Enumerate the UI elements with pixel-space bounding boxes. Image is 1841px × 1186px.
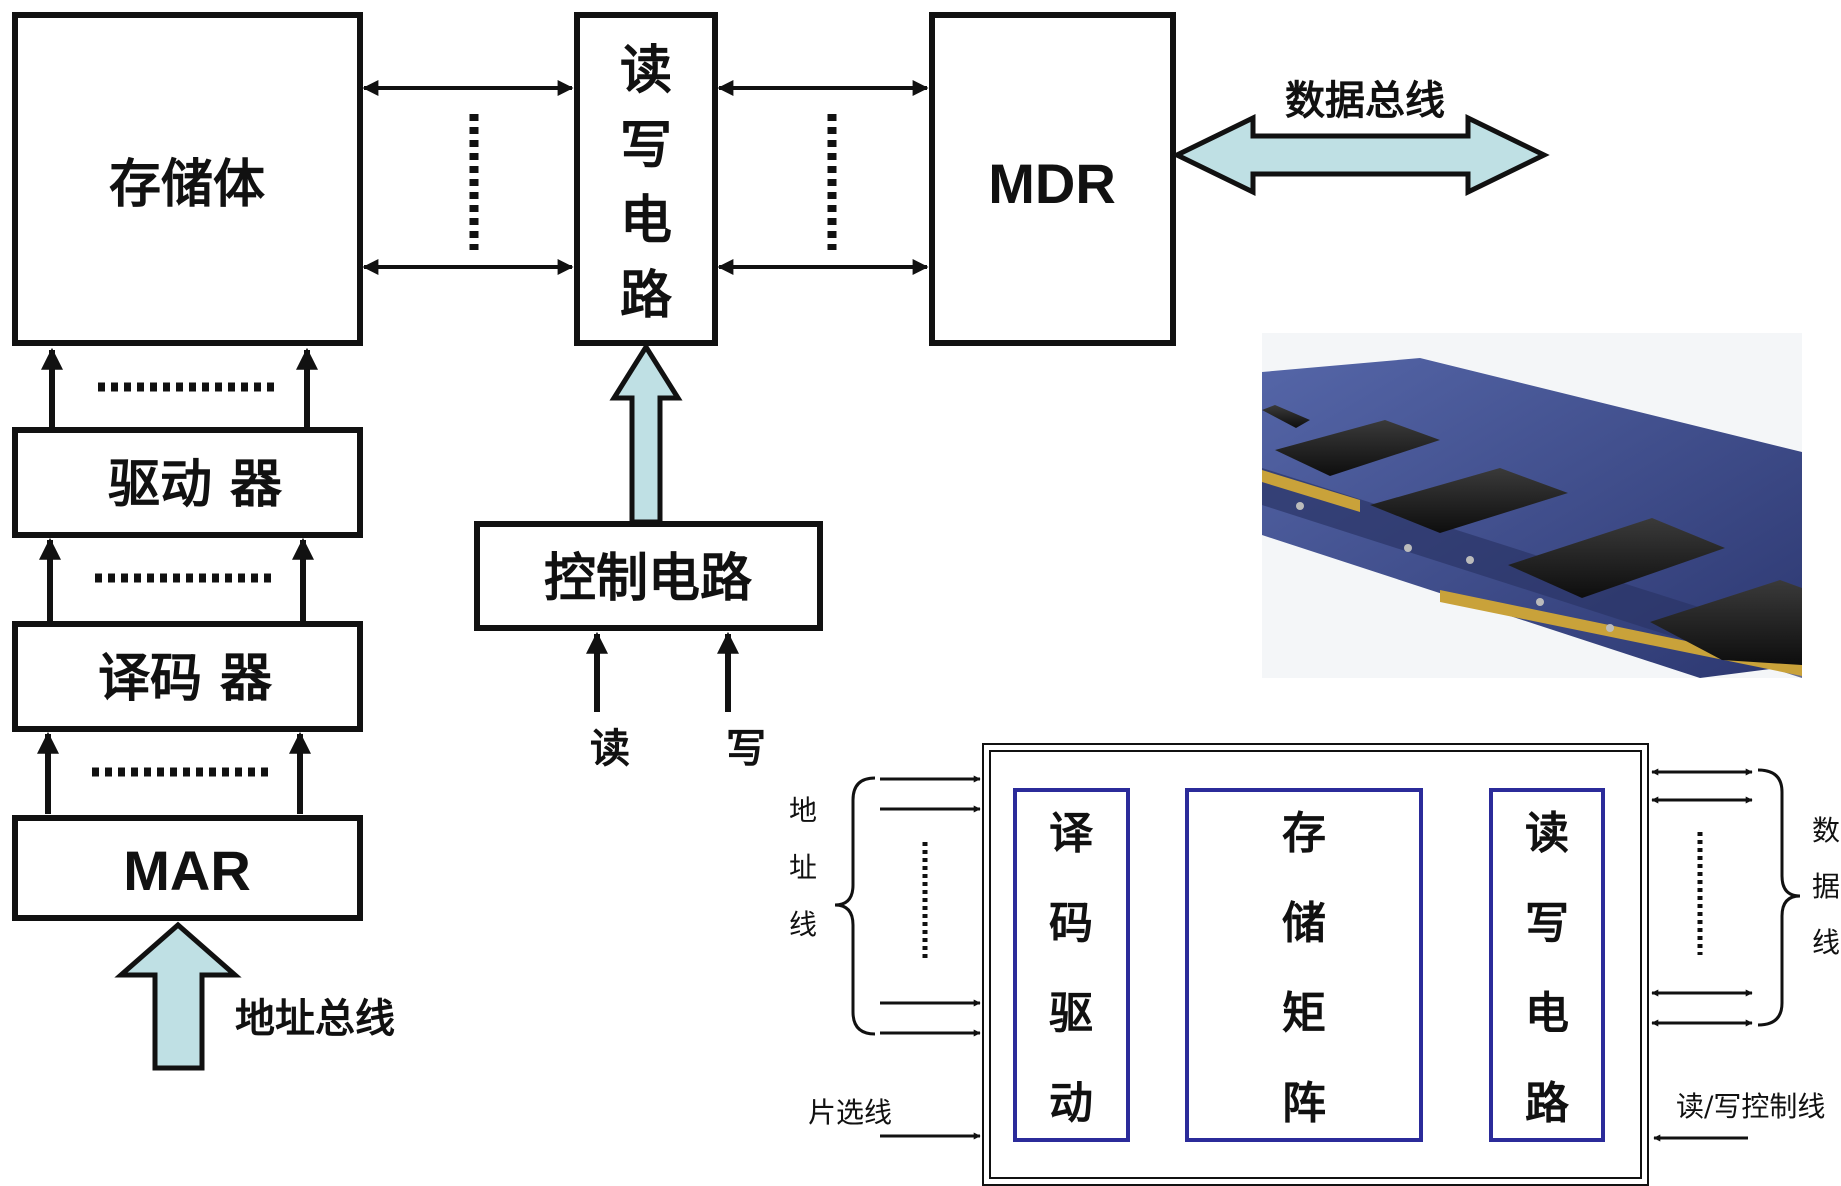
chip-rw-circuit-char: 电 (1525, 988, 1569, 1039)
mdr-label: MDR (988, 152, 1116, 215)
data-lines-char: 据 (1812, 870, 1840, 903)
write-input-label: 写 (726, 725, 766, 772)
chip-rw-circuit-char: 读 (1525, 808, 1569, 859)
mar-label: MAR (123, 839, 251, 902)
rw-circuit-box: 读 写 电 路 (574, 12, 718, 346)
rw-control-label: 读/写控制线 (1676, 1090, 1825, 1123)
driver-box: 驱动 器 (12, 427, 363, 538)
storage-body-box: 存储体 (12, 12, 363, 346)
address-line-arrows (880, 775, 981, 1037)
data-lines-char: 线 (1812, 926, 1840, 959)
data-bus-arrow (1171, 114, 1550, 196)
mar-to-decoder-arrows (37, 731, 311, 814)
memory-module-photo-icon (1262, 333, 1802, 678)
data-line-arrows (1651, 768, 1753, 1027)
rw-circuit-char: 路 (620, 265, 673, 326)
data-lines-char: 数 (1812, 814, 1840, 847)
address-lines-char: 线 (789, 908, 817, 941)
data-bus-label: 数据总线 (1285, 77, 1445, 124)
control-circuit-box: 控制电路 (474, 521, 823, 631)
read-input-label: 读 (590, 725, 630, 772)
storage-matrix-char: 矩 (1282, 988, 1326, 1039)
storage-matrix-char: 存 (1282, 808, 1326, 859)
mar-box: MAR (12, 815, 363, 921)
data-brace (1757, 768, 1801, 1027)
rw-circuit-char: 电 (620, 190, 672, 251)
decode-drive-char: 驱 (1049, 988, 1093, 1039)
storage-matrix-char: 阵 (1282, 1078, 1326, 1129)
address-bus-arrow (114, 921, 242, 1071)
driver-label: 驱动 器 (108, 454, 283, 515)
storage-rw-arrows (362, 80, 574, 275)
chip-rw-circuit-box: 读 写 电 路 (1489, 788, 1605, 1142)
address-brace (834, 776, 876, 1036)
read-write-input-arrows (586, 631, 739, 712)
chip-rw-circuit-char: 写 (1525, 898, 1569, 949)
rw-mdr-arrows (717, 80, 929, 275)
control-to-rw-arrow (609, 342, 683, 525)
driver-to-storage-arrows (41, 347, 318, 428)
storage-matrix-char: 储 (1282, 898, 1326, 949)
rw-circuit-char: 读 (620, 40, 672, 101)
mdr-box: MDR (929, 12, 1176, 346)
decoder-box: 译码 器 (12, 621, 363, 732)
storage-body-label: 存储体 (109, 154, 265, 215)
rw-circuit-char: 写 (620, 115, 672, 176)
address-lines-char: 址 (789, 851, 817, 884)
chip-rw-circuit-char: 路 (1525, 1078, 1570, 1129)
address-bus-label: 地址总线 (235, 995, 395, 1042)
decode-drive-char: 译 (1049, 808, 1094, 859)
storage-matrix-box: 存 储 矩 阵 (1185, 788, 1423, 1142)
decoder-to-driver-arrows (39, 537, 314, 622)
decoder-label: 译码 器 (98, 648, 273, 709)
control-circuit-label: 控制电路 (544, 548, 753, 609)
decode-drive-box: 译 码 驱 动 (1013, 788, 1130, 1142)
chip-select-label: 片选线 (808, 1096, 892, 1129)
decode-drive-char: 码 (1049, 898, 1093, 949)
decode-drive-char: 动 (1049, 1078, 1093, 1129)
address-lines-char: 地 (789, 794, 817, 827)
